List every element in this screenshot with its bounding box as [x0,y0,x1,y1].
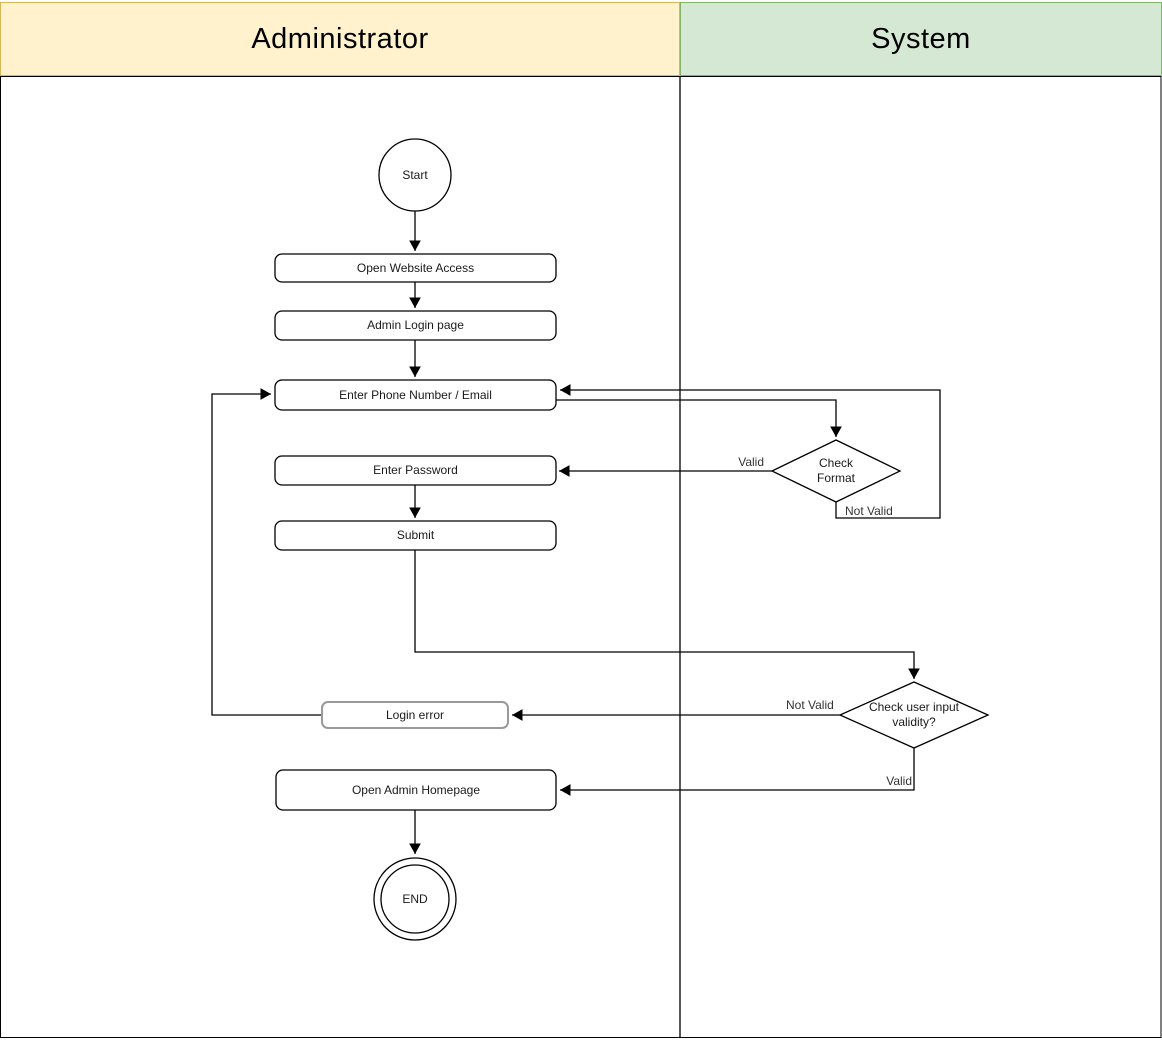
lane-title-system: System [871,22,971,55]
open-website-node-shape[interactable] [274,253,557,283]
lane-header-administrator[interactable]: Administrator [0,2,680,76]
edge-enter-phone-to-check-format [556,399,842,437]
enter-phone-node-shape[interactable] [274,379,557,411]
edge-check-validity-valid-to-open-homepage [560,748,915,796]
edge-check-format-notvalid-to-enter-phone [560,384,941,519]
check-format-decision-shape[interactable] [770,439,902,503]
login-error-node-shape[interactable] [321,701,509,729]
edge-login-error-loop-to-enter-phone [211,388,322,716]
submit-node-shape[interactable] [274,520,557,551]
start-node-shape[interactable] [378,138,452,212]
enter-password-node-shape[interactable] [274,455,557,486]
end-node-inner-shape [380,864,450,934]
lane-title-administrator: Administrator [251,22,429,55]
pool-body-border [0,76,1162,1038]
lane-header-system[interactable]: System [680,2,1162,76]
open-homepage-node-shape[interactable] [275,769,557,811]
check-validity-decision-shape[interactable] [838,681,990,749]
admin-login-node-shape[interactable] [274,310,557,341]
edge-submit-to-check-validity [414,550,920,679]
